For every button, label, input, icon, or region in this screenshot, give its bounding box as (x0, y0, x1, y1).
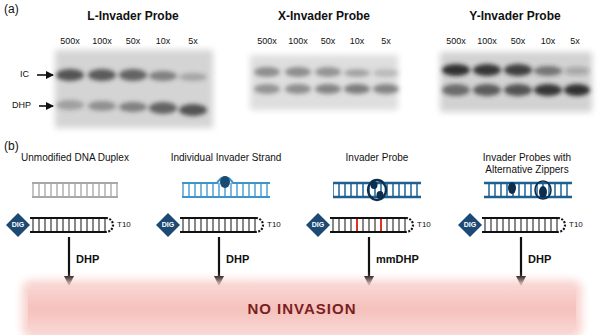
tag-text: DIG (6, 213, 30, 237)
panel-heading: Invader Probe (317, 152, 437, 164)
gel-title: X-Invader Probe (249, 10, 399, 24)
loop-label: T10 (569, 214, 585, 236)
invader-strand (182, 176, 270, 197)
result-arrow (368, 237, 370, 285)
gel-title: L-Invader Probe (58, 10, 208, 24)
dig-diamond: DIG (306, 213, 330, 237)
gel-title: Y-Invader Probe (440, 10, 590, 24)
result-arrow (520, 237, 522, 285)
lane-label: 10x (147, 36, 179, 46)
lane-label: 50x (503, 36, 533, 46)
lane-label: 50x (117, 36, 149, 46)
band-text: NO INVASION (28, 286, 576, 332)
lane-label: 10x (341, 36, 373, 46)
result-arrow (68, 237, 70, 285)
panel-heading: Individual Invader Strand (166, 152, 286, 164)
lane-label: 5x (370, 36, 402, 46)
gel-x (250, 55, 399, 110)
panel-letter: (b) (4, 140, 19, 154)
hairpin-probe: T10 (482, 214, 585, 236)
lane-label: 100x (472, 36, 502, 46)
lane-label: 50x (312, 36, 344, 46)
band-label: IC (20, 69, 29, 79)
lane-label: 100x (282, 36, 314, 46)
dig-diamond: DIG (6, 213, 30, 237)
product-label: DHP (225, 253, 250, 265)
lane-label: 5x (177, 36, 209, 46)
gel-y (440, 52, 592, 112)
invader-probe-duplex (333, 180, 421, 200)
lane-label: 500x (54, 36, 86, 46)
loop-label: T10 (267, 214, 283, 236)
loop-label: T10 (117, 214, 133, 236)
hairpin-drawing (482, 214, 568, 236)
product-label: mmDHP (375, 253, 420, 265)
panel-heading: Unmodified DNA Duplex (15, 152, 135, 164)
result-band: NO INVASION (28, 286, 576, 332)
panel-heading: Invader Probes with Alternative Zippers (464, 152, 590, 175)
band-label: DHP (12, 100, 31, 110)
lane-label: 5x (560, 36, 590, 46)
hairpin-probe: T10 (180, 214, 283, 236)
unmodified-duplex (32, 183, 118, 197)
pointer-arrow (39, 105, 53, 107)
hairpin-drawing (180, 214, 266, 236)
product-label: DHP (527, 253, 552, 265)
lane-label: 10x (533, 36, 563, 46)
lane-label: 500x (251, 36, 283, 46)
tag-text: DIG (458, 213, 482, 237)
alternative-zipper-duplex (484, 181, 572, 199)
product-label: DHP (75, 253, 100, 265)
result-arrow (218, 237, 220, 285)
dig-diamond: DIG (156, 213, 180, 237)
hairpin-probe: T10 (30, 214, 133, 236)
hairpin-drawing (330, 214, 416, 236)
gel-l (55, 50, 213, 128)
dig-diamond: DIG (458, 213, 482, 237)
pointer-arrow (37, 74, 53, 76)
loop-label: T10 (417, 214, 433, 236)
tag-text: DIG (306, 213, 330, 237)
hairpin-probe: T10 (330, 214, 433, 236)
panel-letter: (a) (4, 3, 19, 17)
lane-label: 100x (86, 36, 118, 46)
hairpin-drawing (30, 214, 116, 236)
lane-label: 500x (441, 36, 471, 46)
tag-text: DIG (156, 213, 180, 237)
